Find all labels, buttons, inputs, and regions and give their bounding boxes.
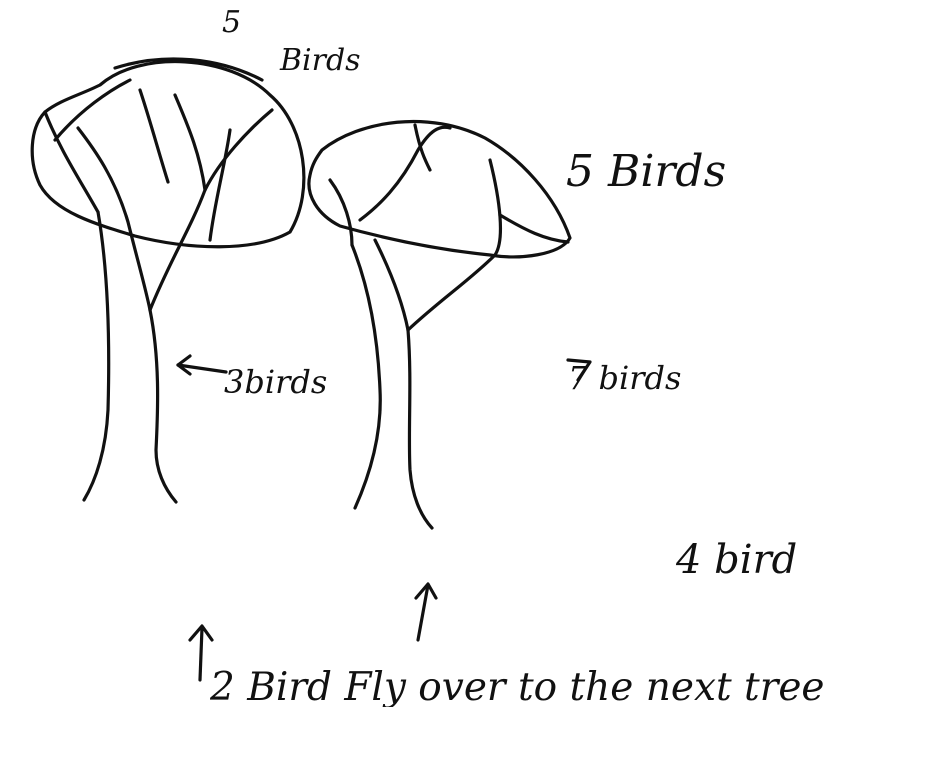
tree2-branch-left (330, 180, 352, 245)
tree2-trunk-left (352, 245, 380, 508)
tree2-trunk-right (408, 330, 432, 528)
tree1-canopy (32, 62, 304, 247)
tree1-branch-inner-right (210, 130, 230, 240)
tree1-trunk-left (84, 212, 109, 500)
label-tree1-top-count: 5 (222, 5, 241, 40)
label-tree1-trunk-birds: 3birds (224, 366, 327, 398)
tree1-branch-v-right (175, 95, 205, 190)
tree2-branch-top (415, 125, 430, 170)
tree2-branch-v (375, 240, 408, 330)
tree2-canopy (309, 121, 570, 256)
label-tree1-top-unit: Birds (280, 46, 342, 76)
tree2-branch-right-tip (500, 215, 568, 242)
label-tree2-top-birds: 5 Birds (566, 150, 726, 194)
label-tree2-trunk-birds: 7 birds (568, 362, 681, 394)
tree1-branch-v-left (140, 90, 168, 182)
tree1-branch-left (45, 112, 98, 212)
tree2-branch-mid (360, 127, 450, 220)
label-tree1-top-birds: 5 Birds (222, 8, 342, 76)
caption: 2 Bird Fly over to the next tree (210, 668, 945, 707)
label-flying-birds: 4 bird (676, 540, 797, 580)
arrow-up-left-shaft (200, 628, 202, 680)
tree1-branch-mid (150, 110, 272, 310)
tree1-trunk-right (150, 310, 176, 502)
